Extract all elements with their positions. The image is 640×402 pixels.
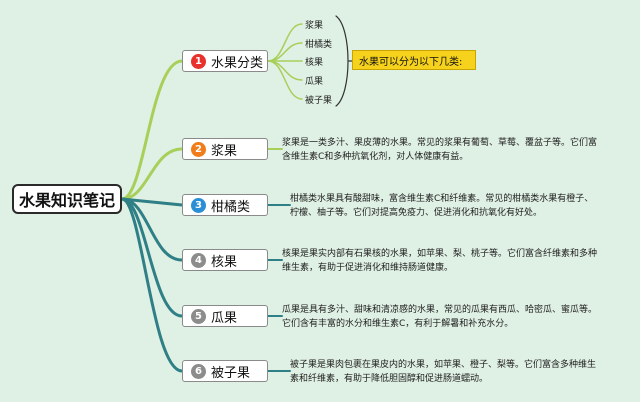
topic-berry[interactable]: 2 浆果 [182, 138, 268, 160]
summary-brace [335, 15, 349, 107]
topic-drupe[interactable]: 4 核果 [182, 249, 268, 271]
description-angiosperm: 被子果是果肉包裹在果皮内的水果，如苹果、橙子、梨等。它们富含多种维生素和纤维素，… [290, 360, 597, 384]
subtype-melon[interactable]: 瓜果 [305, 77, 324, 87]
subtype-citrus[interactable]: 柑橘类 [305, 40, 333, 50]
branch-line-6 [120, 197, 184, 373]
branch-line-1 [120, 59, 184, 201]
sub-line-5 [267, 60, 303, 100]
sub-line-2 [267, 42, 303, 62]
branch-line-3 [120, 197, 184, 207]
topic-label: 浆果 [211, 143, 238, 159]
topic-label: 核果 [211, 254, 238, 270]
topic-fruit-classification[interactable]: 1 水果分类 [182, 50, 268, 72]
subtype-berry[interactable]: 浆果 [305, 21, 324, 31]
number-badge: 6 [191, 363, 206, 379]
topic-label: 被子果 [211, 365, 251, 381]
description-berry: 浆果是一类多汁、果皮薄的水果。常见的浆果有葡萄、草莓、覆盆子等。它们富含维生素C… [282, 138, 598, 162]
topic-angiosperm-fruit[interactable]: 6 被子果 [182, 360, 268, 382]
sub-line-4 [267, 60, 303, 81]
description-melon: 瓜果是具有多汁、甜味和清凉感的水果，常见的瓜果有西瓜、哈密瓜、蜜瓜等。它们含有丰… [282, 305, 598, 329]
subtype-angiosperm[interactable]: 被子果 [305, 96, 333, 106]
number-badge: 5 [191, 308, 206, 324]
number-badge: 3 [191, 197, 206, 213]
branch-line-2 [120, 147, 184, 201]
subtype-drupe[interactable]: 核果 [305, 58, 324, 68]
root-node[interactable]: 水果知识笔记 [12, 184, 122, 214]
number-badge: 2 [191, 141, 206, 157]
topic-melon[interactable]: 5 瓜果 [182, 305, 268, 327]
sub-line-1 [267, 23, 303, 62]
description-citrus: 柑橘类水果具有酸甜味，富含维生素C和纤维素。常见的柑橘类水果有橙子、柠檬、柚子等… [290, 194, 594, 218]
summary-callout[interactable]: 水果可以分为以下几类: [352, 50, 476, 70]
topic-citrus[interactable]: 3 柑橘类 [182, 194, 268, 216]
number-badge: 1 [191, 53, 206, 69]
topic-label: 瓜果 [211, 310, 238, 326]
topic-label: 水果分类 [211, 55, 264, 71]
number-badge: 4 [191, 252, 206, 268]
topic-label: 柑橘类 [211, 199, 251, 215]
description-drupe: 核果是果实内部有石果核的水果，如苹果、梨、桃子等。它们富含纤维素和多种维生素，有… [282, 249, 598, 273]
branch-line-4 [120, 197, 184, 262]
branch-line-5 [120, 197, 184, 318]
